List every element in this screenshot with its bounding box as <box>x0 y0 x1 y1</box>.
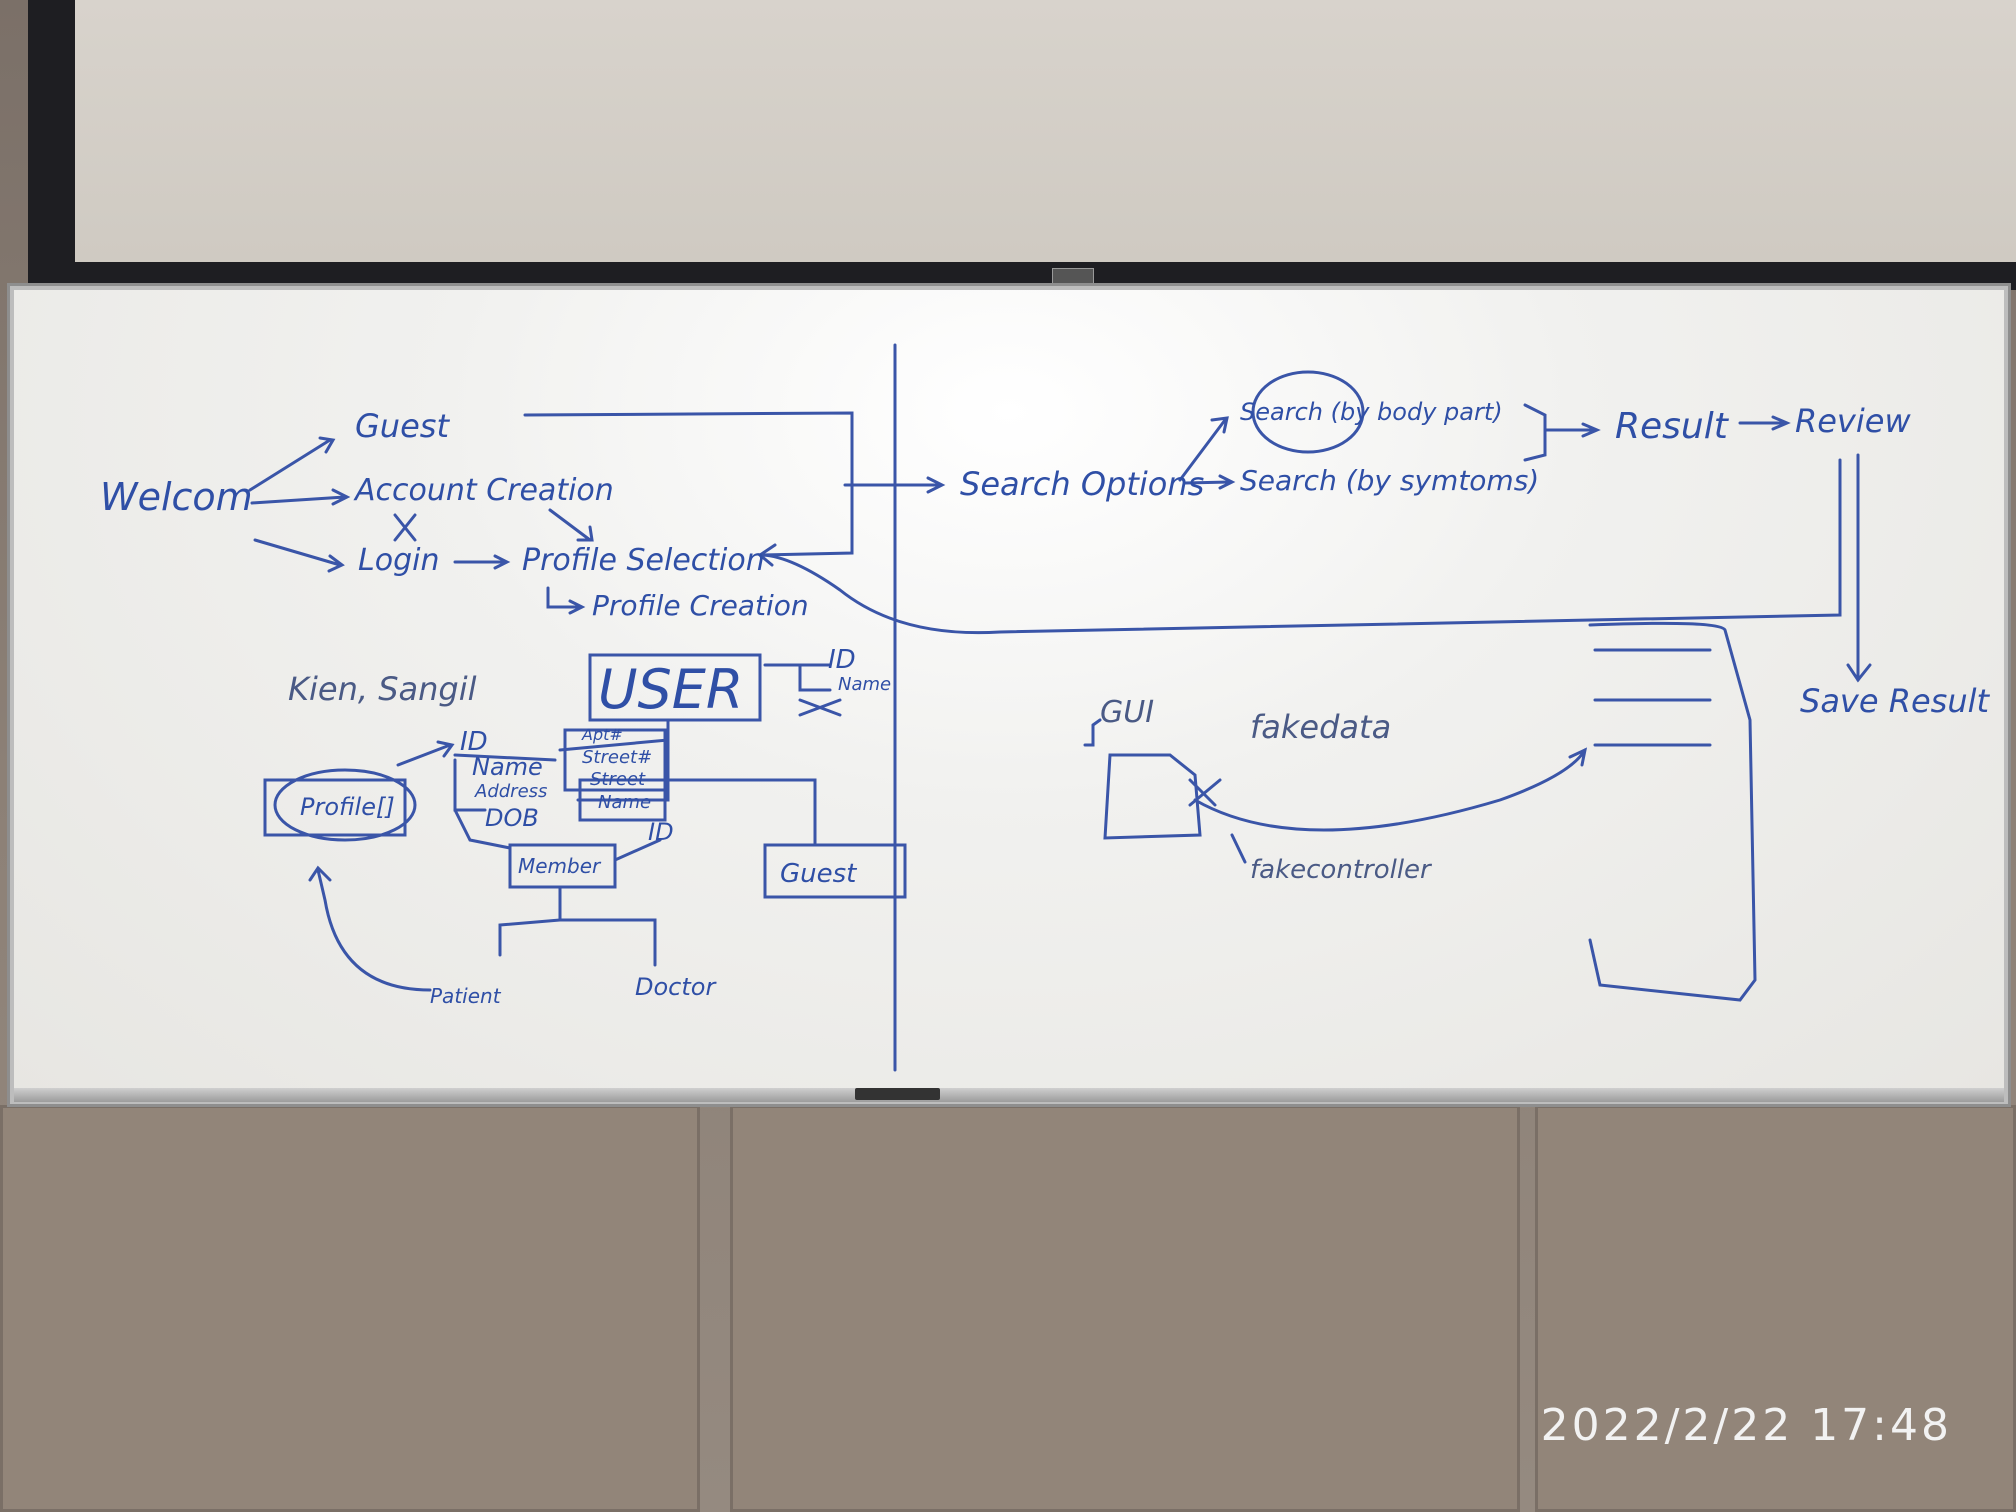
wall-panel <box>0 1105 700 1512</box>
er-member: Member <box>518 854 602 878</box>
flow-guest: Guest <box>355 407 450 445</box>
er-name-left: Name <box>472 753 543 781</box>
er-guest: Guest <box>780 859 857 889</box>
marker-tray <box>14 1088 2004 1102</box>
photo-timestamp: 2022/2/22 17:48 <box>1540 1400 1952 1451</box>
er-name-top: Name <box>838 674 891 695</box>
er-profile: Profile[] <box>300 793 395 821</box>
er-street-num: Street# <box>582 747 652 768</box>
er-user: USER <box>598 658 743 721</box>
er-name-sub: Name <box>598 792 651 813</box>
flow-profile-selection: Profile Selection <box>522 543 765 578</box>
er-dob: DOB <box>485 804 539 832</box>
flow-review: Review <box>1795 402 1911 440</box>
er-doctor: Doctor <box>635 973 717 1001</box>
projector-screen <box>75 0 2016 262</box>
flow-search-symptoms: Search (by symtoms) <box>1240 464 1539 497</box>
flow-login: Login <box>358 543 439 578</box>
flow-welcome: Welcom <box>100 475 253 519</box>
screen-logo-badge <box>1052 268 1094 286</box>
flow-search-body-part: Search (by body part) <box>1240 398 1503 426</box>
flow-save-result: Save Result <box>1800 682 1990 720</box>
flow-profile-creation: Profile Creation <box>592 589 809 622</box>
wall-panel <box>730 1105 1520 1512</box>
arch-fakedata: fakedata <box>1250 708 1391 746</box>
flow-search-options: Search Options <box>960 465 1204 503</box>
er-street: Street <box>590 769 646 790</box>
er-id-left: ID <box>460 727 488 757</box>
wall-panel <box>1535 1105 2016 1512</box>
er-id-top: ID <box>828 645 856 675</box>
flow-account-creation: Account Creation <box>353 473 614 508</box>
er-names: Kien, Sangil <box>288 670 477 708</box>
arch-gui: GUI <box>1100 695 1154 730</box>
er-apt: Apt# <box>581 725 623 744</box>
er-patient: Patient <box>430 984 502 1008</box>
whiteboard <box>14 290 2004 1100</box>
eraser <box>855 1088 940 1100</box>
arch-fakecontroller: fakecontroller <box>1250 855 1433 885</box>
er-address: Address <box>474 781 547 802</box>
flow-result: Result <box>1615 406 1730 447</box>
er-member-id: ID <box>648 818 674 846</box>
